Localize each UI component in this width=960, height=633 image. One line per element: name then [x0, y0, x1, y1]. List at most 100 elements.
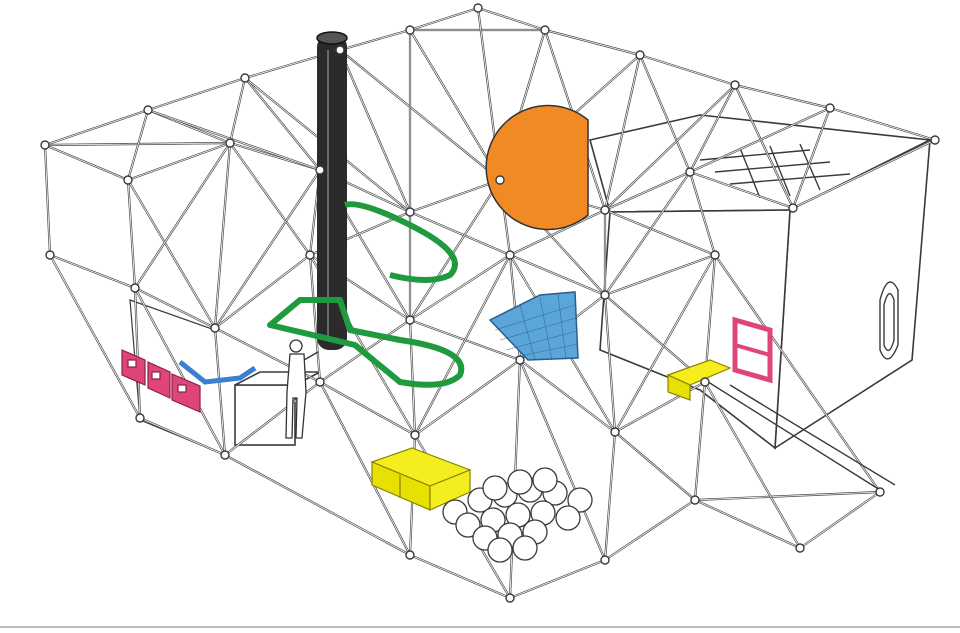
frame-strut-highlight [44, 144, 129, 181]
lower-curve [267, 297, 465, 388]
frame-strut-highlight [229, 142, 311, 256]
pink-shelves-right [732, 316, 773, 384]
frame-strut-highlight [409, 554, 511, 599]
frame-strut-highlight [319, 381, 411, 556]
porthole-inner [883, 292, 895, 352]
yellow-blocks [370, 359, 732, 511]
frame-strut-highlight [604, 294, 616, 433]
frame-strut-highlight [49, 254, 141, 419]
frame-strut-highlight [604, 499, 696, 561]
chimney-top [316, 31, 348, 45]
frame-strut-highlight [604, 54, 641, 211]
frame-strut-highlight [214, 169, 321, 329]
frame-strut-highlight [127, 142, 231, 181]
ball-pile [442, 467, 593, 563]
frame-strut-highlight [689, 84, 736, 173]
frame-strut-highlight [127, 109, 149, 181]
frame-strut-highlight [614, 431, 696, 501]
frame-strut-highlight [339, 49, 501, 181]
frame-strut-highlight [224, 454, 411, 556]
frame-joint [515, 355, 525, 365]
frame-joint [730, 80, 740, 90]
frame-strut-highlight [604, 84, 736, 211]
frame-strut-highlight [139, 417, 226, 456]
chimney-pipe [316, 31, 348, 350]
frame-joint [875, 487, 885, 497]
frame-joint [473, 3, 483, 13]
ball [567, 487, 593, 513]
frame-joint [788, 203, 798, 213]
frame-strut-highlight [127, 179, 216, 329]
frame-joint [315, 165, 325, 175]
person-figure [285, 339, 319, 439]
frame-joint [495, 175, 505, 185]
frame-strut-highlight [134, 142, 231, 289]
frame-joint [710, 250, 720, 260]
frame-strut-highlight [734, 84, 794, 209]
frame-strut-highlight [44, 109, 149, 146]
frame-strut-highlight [689, 171, 716, 256]
frame-joint [210, 323, 220, 333]
frame-strut-highlight [409, 179, 501, 213]
frame-joint [700, 377, 710, 387]
frame-joint [505, 250, 515, 260]
frame-joint [600, 555, 610, 565]
porthole-window [879, 281, 899, 360]
frame-strut-highlight [704, 381, 801, 549]
frame-strut-highlight [604, 209, 716, 256]
frame-joint [795, 543, 805, 553]
frame-strut-highlight [604, 254, 716, 296]
frame-strut-highlight [134, 287, 226, 456]
frame-joint [600, 290, 610, 300]
ball [507, 469, 533, 495]
frame-strut-highlight [409, 7, 479, 31]
frame-strut-highlight [147, 109, 321, 171]
frame-strut-highlight [244, 77, 321, 171]
curved-rail [267, 201, 465, 388]
frame-joint [335, 45, 345, 55]
frame-joint [690, 495, 700, 505]
frame-strut-highlight [319, 381, 416, 436]
ball [455, 512, 481, 538]
frame-strut-highlight [694, 381, 706, 501]
frame-strut-highlight [49, 254, 136, 289]
frame-strut-highlight [44, 144, 51, 256]
frame-strut-highlight [792, 107, 831, 209]
frame-joint [685, 167, 695, 177]
frame-strut-highlight [339, 49, 411, 213]
frame-joint [315, 377, 325, 387]
frame-joint [123, 175, 133, 185]
frame-strut-highlight [409, 254, 511, 321]
frame-joint [130, 283, 140, 293]
frame-strut-highlight [714, 254, 881, 493]
frame-strut-highlight [604, 171, 691, 211]
frame-strut-highlight [509, 209, 606, 256]
mesh-panel [488, 291, 579, 361]
frame-joint [635, 50, 645, 60]
frame-strut-highlight [694, 499, 801, 549]
frame-joint [825, 103, 835, 113]
frame-strut-highlight [409, 211, 511, 256]
frame-strut-highlight [639, 54, 736, 86]
frame-joint [610, 427, 620, 437]
frame-joint [405, 25, 415, 35]
frame-joint [225, 138, 235, 148]
frame-strut-highlight [604, 171, 691, 296]
frame-strut-highlight [229, 77, 246, 144]
frame-strut-highlight [509, 254, 606, 296]
frame-strut-highlight [614, 254, 716, 433]
upper-curve [344, 201, 458, 283]
frame-strut-highlight [309, 254, 321, 383]
frame-strut-highlight [734, 84, 831, 109]
frame-strut-highlight [214, 142, 231, 329]
blue-counter [178, 360, 257, 385]
frame-joint [410, 430, 420, 440]
pink-shelves-left [121, 349, 201, 413]
frame-strut-highlight [134, 287, 216, 329]
frame-joint [540, 25, 550, 35]
frame-joint [220, 450, 230, 460]
frame-joint [40, 140, 50, 150]
ball [482, 475, 508, 501]
